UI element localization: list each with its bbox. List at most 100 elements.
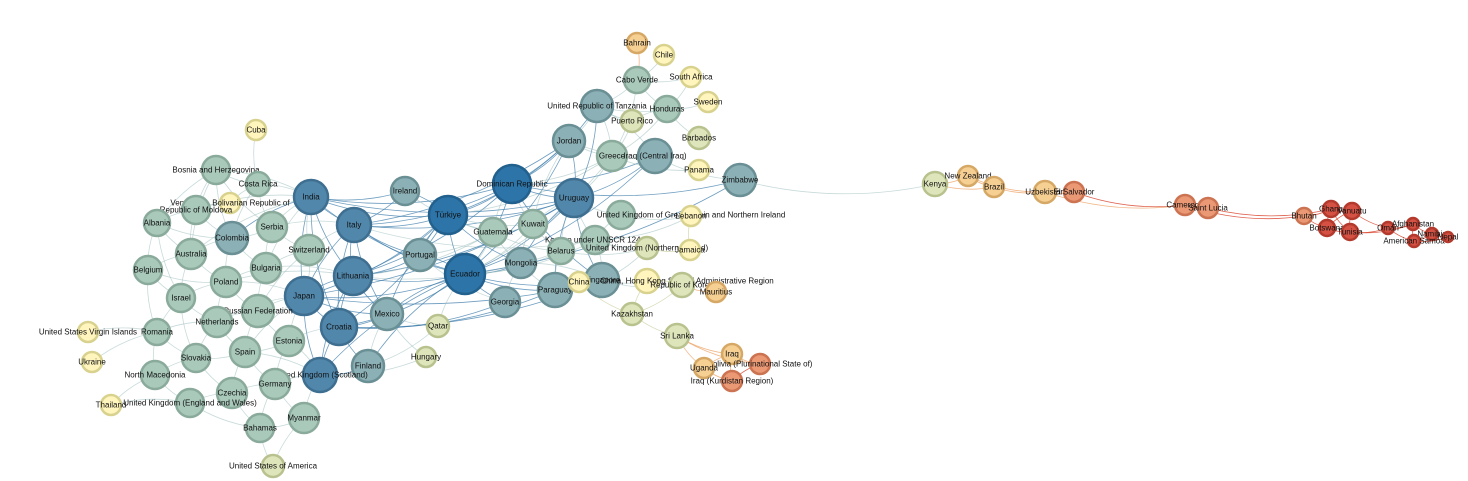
node-circle[interactable]: [720, 342, 744, 366]
node-circle[interactable]: [579, 224, 611, 256]
node-Albania[interactable]: Albania: [142, 208, 172, 238]
node-circle[interactable]: [579, 88, 615, 124]
node-circle[interactable]: [652, 94, 682, 124]
node-circle[interactable]: [748, 352, 772, 376]
node-circle[interactable]: [180, 194, 212, 226]
node-circle[interactable]: [132, 254, 164, 286]
node-circle[interactable]: [687, 158, 711, 182]
node-circle[interactable]: [214, 220, 250, 256]
node-circle[interactable]: [1405, 216, 1421, 232]
node-circle[interactable]: [80, 350, 104, 374]
node-circle[interactable]: [1340, 222, 1360, 242]
node-Ecuador[interactable]: Ecuador: [443, 252, 487, 296]
node-Sweden[interactable]: Sweden: [694, 90, 723, 114]
node-circle[interactable]: [249, 251, 283, 285]
node-circle[interactable]: [553, 177, 595, 219]
node-circle[interactable]: [679, 204, 703, 228]
node-Uruguay[interactable]: Uruguay: [553, 177, 595, 219]
node-circle[interactable]: [1032, 179, 1058, 205]
node-circle[interactable]: [720, 369, 744, 393]
node-circle[interactable]: [633, 267, 661, 295]
node-Belarus[interactable]: Belarus: [546, 236, 576, 266]
node-circle[interactable]: [722, 162, 758, 198]
node-circle[interactable]: [622, 65, 652, 95]
node-circle[interactable]: [546, 236, 576, 266]
node-CostaRica[interactable]: Costa Rica: [238, 170, 278, 198]
node-circle[interactable]: [244, 412, 276, 444]
node-circle[interactable]: [332, 255, 374, 297]
node-circle[interactable]: [1062, 180, 1086, 204]
node-circle[interactable]: [174, 237, 208, 271]
node-circle[interactable]: [595, 139, 629, 173]
node-Kuwait[interactable]: Kuwait: [517, 208, 549, 240]
node-Lithuania[interactable]: Lithuania: [332, 255, 374, 297]
node-USVI[interactable]: United States Virgin Islands: [39, 320, 137, 344]
node-circle[interactable]: [244, 170, 272, 198]
node-circle[interactable]: [200, 154, 232, 186]
node-Netherlands[interactable]: Netherlands: [195, 305, 239, 339]
node-circle[interactable]: [567, 270, 591, 294]
node-Tunisia[interactable]: Tunisia: [1337, 222, 1363, 242]
node-circle[interactable]: [272, 324, 306, 358]
node-circle[interactable]: [679, 65, 703, 89]
node-circle[interactable]: [292, 233, 326, 267]
node-Mauritius[interactable]: Mauritius: [700, 280, 732, 304]
node-circle[interactable]: [504, 246, 538, 280]
node-circle[interactable]: [174, 387, 206, 419]
node-ElSalvador[interactable]: El Salvador: [1054, 180, 1095, 204]
node-circle[interactable]: [258, 367, 292, 401]
node-circle[interactable]: [99, 393, 123, 417]
node-Bahamas[interactable]: Bahamas: [243, 412, 277, 444]
node-circle[interactable]: [443, 252, 487, 296]
node-circle[interactable]: [686, 125, 712, 151]
node-Panama[interactable]: Panama: [684, 158, 714, 182]
node-Mongolia[interactable]: Mongolia: [504, 246, 538, 280]
node-circle[interactable]: [335, 206, 373, 244]
node-circle[interactable]: [76, 320, 100, 344]
node-circle[interactable]: [696, 90, 720, 114]
node-Portugal[interactable]: Portugal: [402, 237, 438, 273]
node-Romania[interactable]: Romania: [141, 317, 174, 347]
node-China[interactable]: China: [567, 270, 591, 294]
node-circle[interactable]: [287, 401, 321, 435]
node-Slovakia[interactable]: Slovakia: [180, 342, 212, 374]
node-circle[interactable]: [165, 282, 197, 314]
node-circle[interactable]: [634, 235, 660, 261]
node-Chile[interactable]: Chile: [652, 43, 676, 67]
node-Korea[interactable]: Republic of Korea: [650, 271, 714, 299]
node-circle[interactable]: [180, 342, 212, 374]
node-circle[interactable]: [652, 43, 676, 67]
node-Jordan[interactable]: Jordan: [551, 123, 587, 159]
node-Kazakhstan[interactable]: Kazakhstan: [611, 301, 653, 327]
node-circle[interactable]: [982, 175, 1006, 199]
node-Czechia[interactable]: Czechia: [215, 376, 249, 410]
node-circle[interactable]: [605, 199, 637, 231]
node-circle[interactable]: [1342, 201, 1362, 221]
node-circle[interactable]: [350, 348, 386, 384]
node-Poland[interactable]: Poland: [209, 265, 243, 299]
node-Bulgaria[interactable]: Bulgaria: [249, 251, 283, 285]
node-circle[interactable]: [692, 356, 716, 380]
node-circle[interactable]: [551, 123, 587, 159]
node-circle[interactable]: [636, 137, 674, 175]
node-Myanmar[interactable]: Myanmar: [287, 401, 321, 435]
node-circle[interactable]: [244, 118, 268, 142]
node-circle[interactable]: [668, 271, 696, 299]
node-circle[interactable]: [625, 31, 649, 55]
node-circle[interactable]: [369, 296, 405, 332]
node-Jamaica[interactable]: Jamaica: [675, 238, 705, 262]
node-Georgia[interactable]: Georgia: [488, 285, 522, 319]
node-Croatia[interactable]: Croatia: [319, 307, 359, 347]
node-circle[interactable]: [517, 208, 549, 240]
node-circle[interactable]: [1406, 233, 1422, 249]
node-Colombia[interactable]: Colombia: [214, 220, 250, 256]
node-Finland[interactable]: Finland: [350, 348, 386, 384]
node-circle[interactable]: [678, 238, 702, 262]
node-Hungary[interactable]: Hungary: [411, 345, 441, 369]
node-circle[interactable]: [292, 178, 330, 216]
node-circle[interactable]: [425, 313, 451, 339]
node-circle[interactable]: [402, 237, 438, 273]
node-circle[interactable]: [139, 359, 171, 391]
node-circle[interactable]: [200, 305, 234, 339]
node-Paraguay[interactable]: Paraguay: [536, 271, 574, 309]
